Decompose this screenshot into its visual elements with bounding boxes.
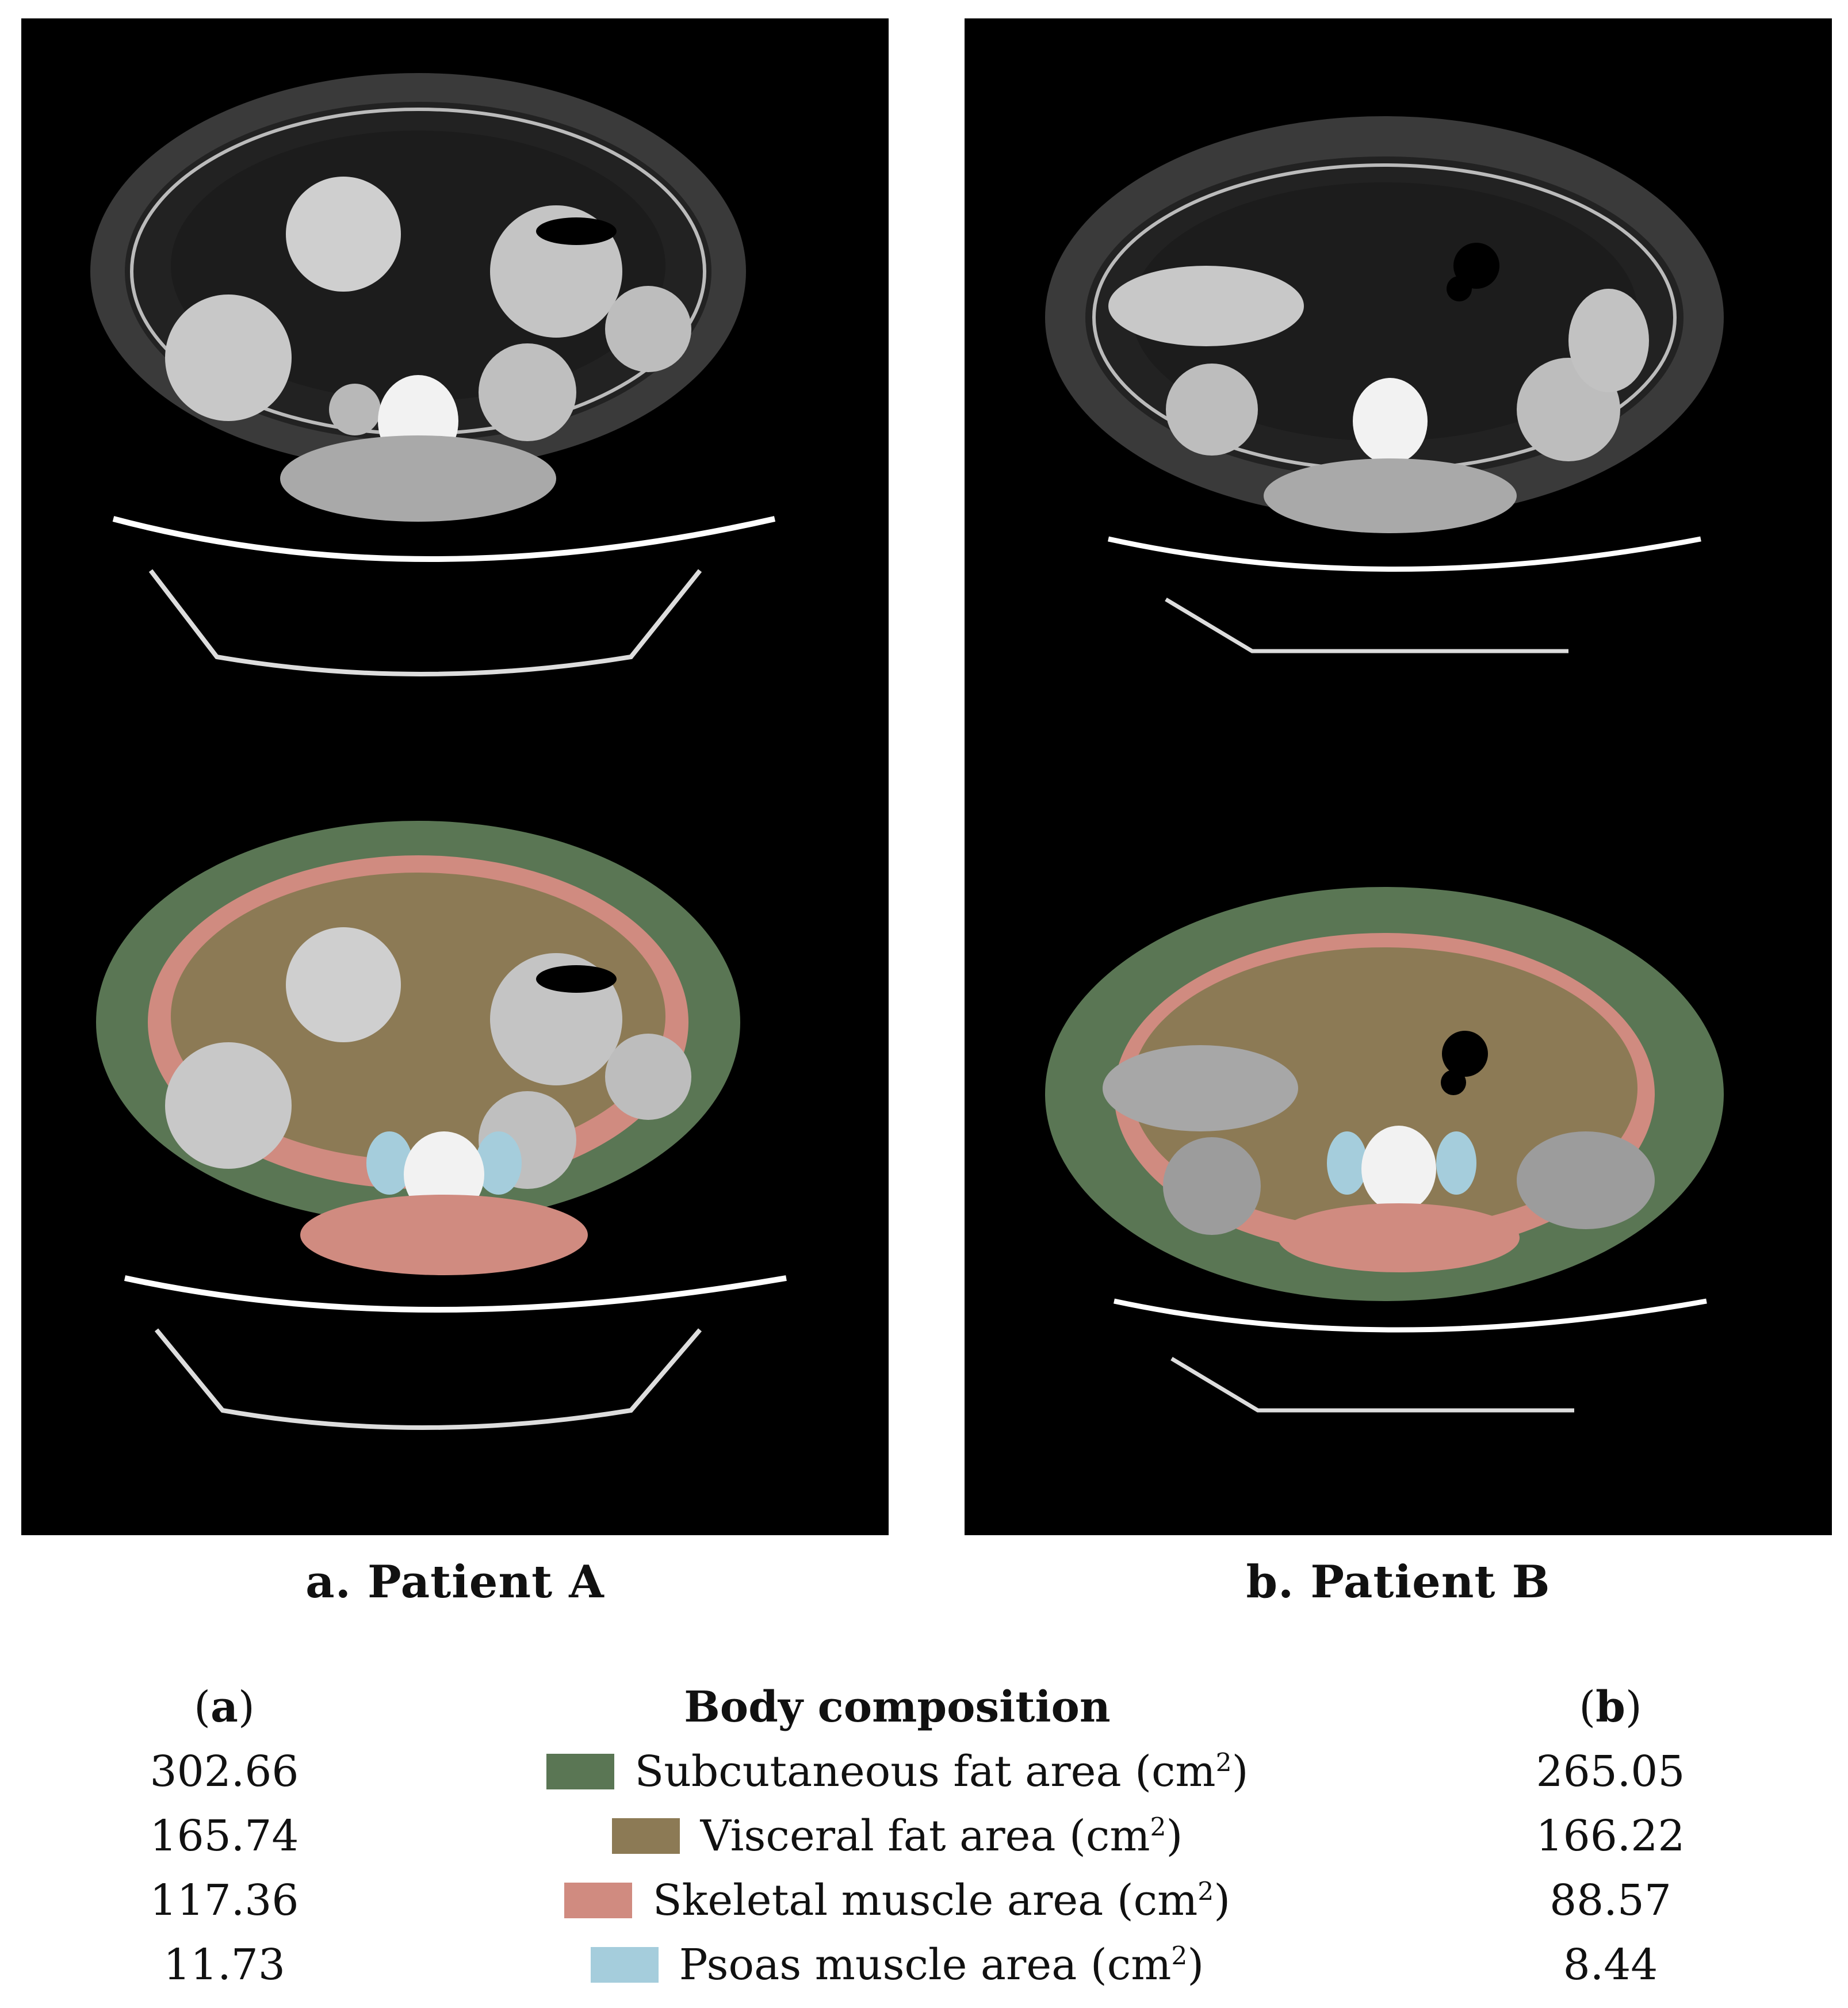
color-swatch <box>546 1754 614 1789</box>
value-b: 8.44 <box>1563 1940 1658 1990</box>
row-label: Subcutaneous fat area (cm2) <box>506 1747 1288 1796</box>
ct-raw-slice-a <box>90 73 776 676</box>
header-col-b: (b) <box>1579 1682 1642 1732</box>
value-b: 265.05 <box>1536 1747 1685 1796</box>
ct-image-patient-b <box>1045 116 1724 1413</box>
table-row: 165.74 Visceral fat area (cm2) 166.22 <box>0 1811 1848 1876</box>
color-swatch <box>611 1818 680 1854</box>
color-swatch <box>590 1947 659 1983</box>
panel-caption-b: b. Patient B <box>1246 1556 1551 1608</box>
value-a: 117.36 <box>150 1876 299 1925</box>
color-swatch <box>564 1883 632 1918</box>
value-b: 88.57 <box>1549 1876 1671 1925</box>
table-row: 117.36 Skeletal muscle area (cm2) 88.57 <box>0 1876 1848 1940</box>
panel-caption-a: a. Patient A <box>305 1556 604 1608</box>
value-a: 11.73 <box>163 1940 285 1990</box>
ct-panel-patient-a <box>21 18 889 1535</box>
header-title: Body composition <box>684 1682 1111 1732</box>
table-row: 11.73 Psoas muscle area (cm2) 8.44 <box>0 1940 1848 2005</box>
ct-image-patient-a <box>90 73 787 1430</box>
ct-raw-slice-b <box>1045 116 1724 653</box>
table-row: 302.66 Subcutaneous fat area (cm2) 265.0… <box>0 1747 1848 1811</box>
row-label: Skeletal muscle area (cm2) <box>506 1876 1288 1925</box>
ct-segmented-slice-b <box>1045 887 1724 1413</box>
row-label: Visceral fat area (cm2) <box>506 1811 1288 1861</box>
table-header-row: (a) Body composition (b) <box>0 1682 1848 1747</box>
value-a: 302.66 <box>150 1747 299 1796</box>
header-col-a: (a) <box>194 1682 255 1732</box>
value-b: 166.22 <box>1536 1811 1685 1861</box>
ct-segmented-slice-a <box>96 821 787 1430</box>
ct-panel-patient-b <box>965 18 1832 1535</box>
value-a: 165.74 <box>150 1811 299 1861</box>
row-label: Psoas muscle area (cm2) <box>506 1940 1288 1990</box>
